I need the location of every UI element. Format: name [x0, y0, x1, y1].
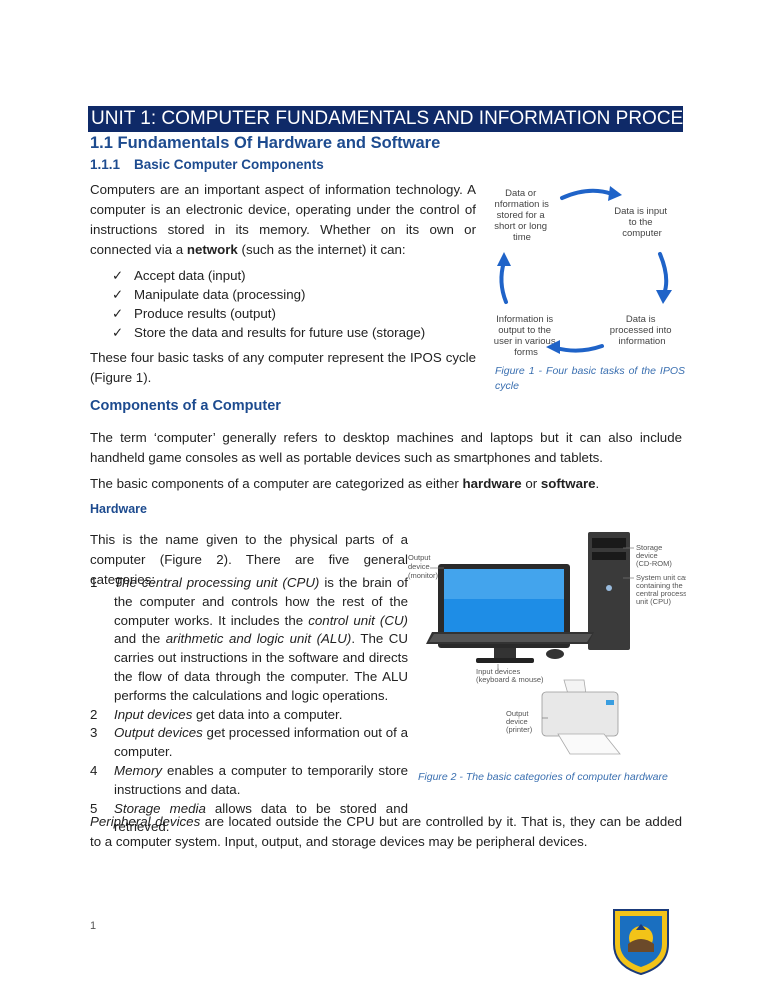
- figure2-caption: Figure 2 - The basic categories of compu…: [418, 771, 668, 783]
- list-number: 3: [90, 725, 98, 741]
- subsection-title: 1.1.1 Basic Computer Components: [90, 157, 324, 172]
- tasks-checklist: ✓ Accept data (input) ✓ Manipulate data (p…: [112, 266, 472, 342]
- figure1-caption: Figure 1 - Four basic tasks of the IPOS …: [495, 365, 685, 392]
- bold-hardware: hardware: [462, 476, 522, 491]
- peripheral-text: are located outside the CPU but are cont…: [90, 814, 683, 849]
- list-item: 1 The central processing unit (CPU) is t…: [90, 574, 408, 706]
- peripheral-em: Peripheral devices: [90, 814, 201, 829]
- arrow-down-icon: [658, 252, 669, 296]
- list-item: 3 Output devices get processed informati…: [90, 724, 408, 762]
- list-text: Storage media allows data to be stored a…: [114, 800, 408, 835]
- ipos-output-label: Information is output to the user in var…: [494, 314, 558, 358]
- list-number: 1: [90, 575, 98, 590]
- intro-paragraph: Computers are an important aspect of inf…: [90, 180, 476, 260]
- institute-seal-logo: [613, 909, 669, 976]
- list-text: Memory enables a computer to temporarily…: [114, 762, 408, 797]
- task-text: Accept data (input): [134, 268, 246, 283]
- keyboard-icon: [426, 632, 594, 644]
- printer-label: Output device (printer): [506, 709, 533, 734]
- list-item: ✓ Store the data and results for future u…: [112, 323, 472, 342]
- check-icon: ✓: [112, 268, 124, 283]
- categorized-paragraph: The basic components of a computer are c…: [90, 474, 682, 494]
- system-unit-label: System unit case containing the central …: [636, 573, 686, 606]
- arrow-up-icon: [499, 260, 508, 304]
- unit-title-banner: UNIT 1: COMPUTER FUNDAMENTALS AND INFORM…: [88, 106, 742, 132]
- list-text: The central processing unit (CPU) is the…: [114, 575, 409, 703]
- mouse-icon: [546, 649, 564, 659]
- list-item: 4 Memory enables a computer to temporari…: [90, 762, 408, 800]
- list-item: 5 Storage media allows data to be stored…: [90, 800, 408, 838]
- ipos-cycle-figure: Data or information is stored for a shor…: [494, 186, 674, 358]
- ipos-storage-label: Data or information is stored for a shor…: [494, 188, 552, 243]
- list-text: Input devices get data into a computer.: [114, 706, 343, 722]
- categorized-period: .: [595, 476, 600, 491]
- bold-software: software: [540, 476, 596, 491]
- list-number: 2: [90, 706, 98, 722]
- list-number: 5: [90, 800, 98, 816]
- list-item: ✓ Manipulate data (processing): [112, 285, 472, 304]
- hardware-intro: This is the name given to the physical p…: [90, 532, 408, 587]
- input-devices-label: Input devices (keyboard & mouse): [476, 667, 544, 684]
- components-paragraph: The term ‘computer’ generally refers to …: [90, 430, 682, 465]
- list-text: Output devices get processed information…: [114, 725, 408, 760]
- categorized-or: or: [521, 476, 541, 491]
- monitor-icon: [438, 564, 570, 663]
- list-item: ✓ Accept data (input): [112, 266, 472, 285]
- list-item: 2 Input devices get data into a computer…: [90, 706, 408, 725]
- check-icon: ✓: [112, 306, 124, 321]
- ipos-input-label: Data is input to the computer: [614, 206, 669, 239]
- intro-text: Computers are an important aspect of inf…: [90, 182, 476, 257]
- categorized-text: The basic components of a computer are c…: [90, 476, 463, 491]
- check-icon: ✓: [112, 325, 124, 340]
- monitor-label: Output device (monitor): [408, 553, 439, 580]
- hardware-heading: Hardware: [90, 502, 147, 516]
- subsection-title-text: Basic Computer Components: [134, 157, 324, 172]
- ipos-paragraph: These four basic tasks of any computer r…: [90, 350, 476, 385]
- check-icon: ✓: [112, 287, 124, 302]
- page-number: 1: [90, 920, 97, 932]
- hardware-list: 1 The central processing unit (CPU) is t…: [90, 574, 408, 837]
- system-unit-icon: [588, 532, 630, 650]
- printer-icon: [541, 679, 621, 755]
- list-number: 4: [90, 762, 98, 778]
- ipos-processing-label: Data is processed into information: [610, 314, 674, 347]
- task-text: Store the data and results for future us…: [134, 325, 426, 340]
- peripheral-paragraph: Peripheral devices are located outside t…: [90, 812, 682, 852]
- task-text: Manipulate data (processing): [134, 287, 306, 302]
- task-text: Produce results (output): [134, 306, 276, 321]
- intro-text-end: (such as the internet) it can:: [237, 242, 406, 257]
- storage-device-label: Storage device (CD-ROM): [636, 543, 672, 568]
- intro-bold-network: network: [186, 242, 238, 257]
- subsection-number: 1.1.1: [90, 157, 121, 172]
- hardware-figure: Output device (monitor) Storage device (…: [408, 532, 686, 755]
- arrow-left-icon: [554, 344, 604, 353]
- components-heading: Components of a Computer: [90, 398, 281, 414]
- section-title: 1.1 Fundamentals Of Hardware and Softwar…: [90, 134, 441, 152]
- arrow-right-icon: [560, 188, 614, 200]
- list-item: ✓ Produce results (output): [112, 304, 472, 323]
